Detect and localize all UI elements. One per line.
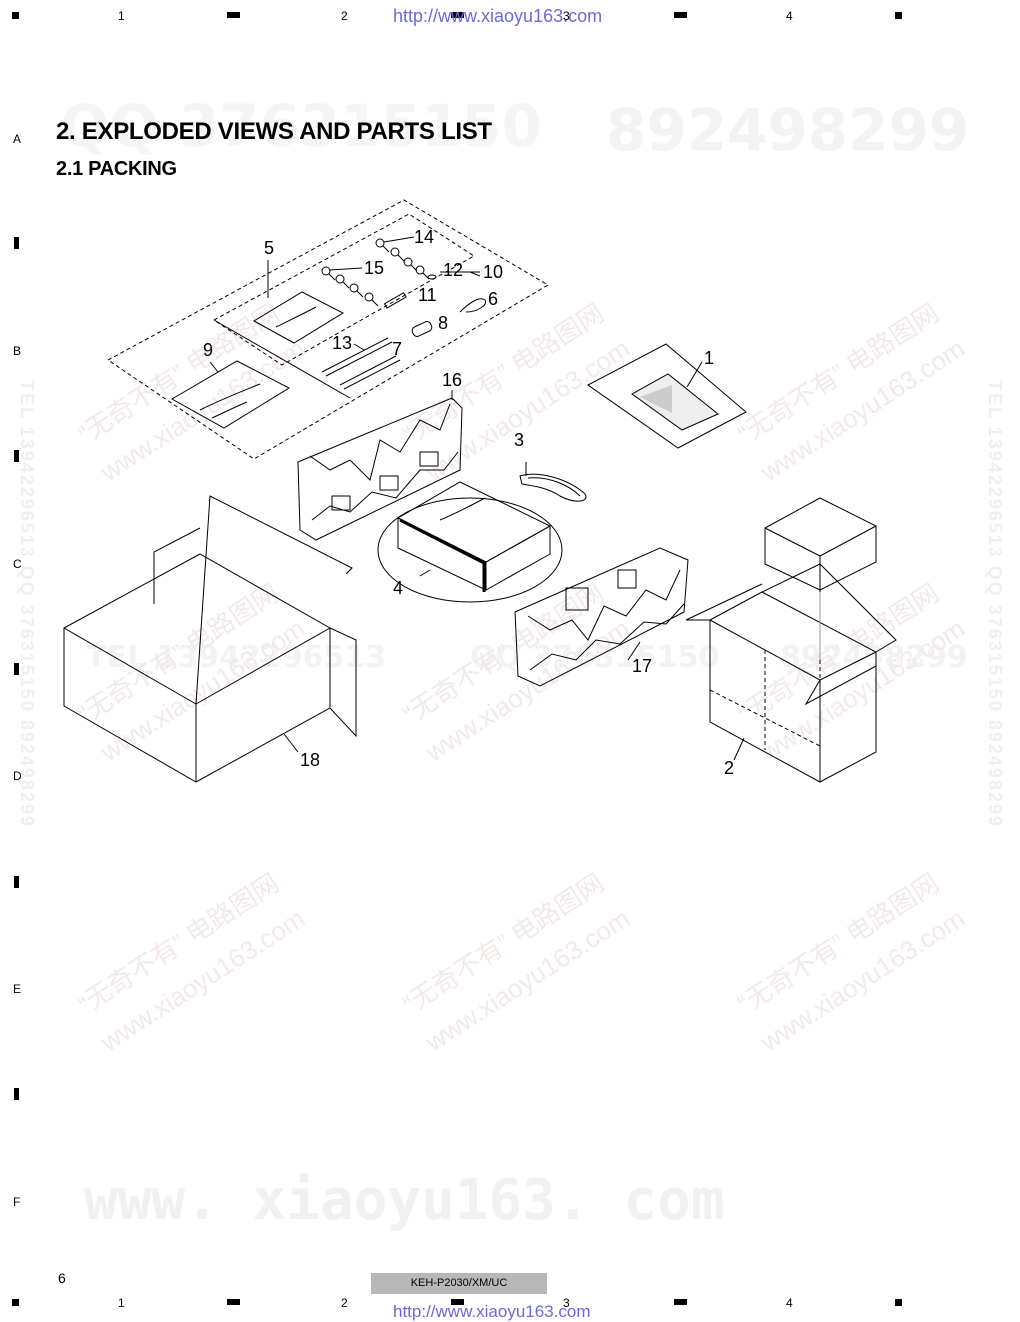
callout-1: 1 [704,348,715,368]
grid-mark-bottom-1 [227,1299,240,1305]
row-letter-b: B [13,344,22,358]
bag-9 [170,360,291,429]
page-title: 2. EXPLODED VIEWS AND PARTS LIST [56,118,492,145]
cord-3 [519,473,587,502]
grid-mark-top-2 [451,12,464,18]
manual-1 [587,343,747,449]
row-letter-c: C [13,557,22,571]
foam-17 [514,547,689,687]
grid-mark-top-3 [674,12,687,18]
row-bar-1 [14,237,19,249]
callout-16: 16 [442,370,463,390]
screws-15 [321,266,379,307]
grid-mark-top-4 [895,12,902,19]
section-subtitle: 2.1 PACKING [56,158,177,180]
model-number-bar: KEH-P2030/XM/UC [371,1273,547,1294]
callout-2: 2 [724,758,735,778]
small-box [764,497,877,591]
grid-mark-bottom-0 [12,1299,19,1306]
grid-col-2-top: 2 [341,9,348,23]
grid-col-3-bottom: 3 [563,1296,570,1310]
callout-8: 8 [438,313,449,333]
grid-col-1-bottom: 1 [118,1296,125,1310]
grid-col-3-top: 3 [563,9,570,23]
grid-mark-bottom-2 [451,1299,464,1305]
row-letter-d: D [13,769,22,783]
row-bar-3 [14,663,19,675]
callout-12: 12 [443,260,464,280]
watermark-phone-top: 892498299 [606,96,970,164]
row-letter-e: E [13,982,22,996]
watermark-site-big: www. xiaoyu163. com [84,1168,725,1233]
callout-17: 17 [632,656,653,676]
callout-6: 6 [488,289,499,309]
grid-col-4-top: 4 [786,9,793,23]
grid-mark-bottom-3 [674,1299,687,1305]
carton-18 [63,495,357,783]
callout-10: 10 [483,262,504,282]
bag-small [252,291,345,344]
grid-mark-top-0 [12,12,19,19]
callout-4: 4 [393,578,404,598]
leader-lines [209,260,745,761]
accessory-bag-outline [107,199,549,460]
callout-18: 18 [300,750,321,770]
grid-col-2-bottom: 2 [341,1296,348,1310]
foam-16 [297,397,463,541]
callout-3: 3 [514,430,525,450]
grid-col-1-top: 1 [118,9,125,23]
row-letter-f: F [13,1195,21,1209]
row-bar-5 [14,1088,19,1100]
watermark-phone-top-left: QQ 376315150 [60,92,543,160]
grid-col-4-bottom: 4 [786,1296,793,1310]
grid-mark-top-1 [227,12,240,18]
row-bar-2 [14,450,19,462]
page-number: 6 [58,1270,66,1286]
footer-url-link[interactable]: http://www.xiaoyu163.com [393,1302,591,1321]
watermark-side-right: TEL 13942296513 QQ 376315150 892498299 [985,380,1005,828]
row-bar-4 [14,876,19,888]
row-letter-a: A [13,132,22,146]
callout-15: 15 [364,258,385,278]
watermark-num-mid-right: 892498299 [780,640,968,675]
watermark-side-left: TEL 13942296513 QQ 376315150 892498299 [17,380,37,828]
grid-mark-bottom-4 [895,1299,902,1306]
callout-5: 5 [264,238,275,258]
callout-13: 13 [332,333,353,353]
callout-11: 11 [418,285,437,305]
header-url-link[interactable]: http://www.xiaoyu163.com [393,6,603,26]
callout-14: 14 [414,227,435,247]
unit-4 [377,481,563,603]
callout-9: 9 [203,340,214,360]
carton-2 [685,563,897,783]
screws-14 [375,236,430,280]
callout-7: 7 [392,339,403,359]
